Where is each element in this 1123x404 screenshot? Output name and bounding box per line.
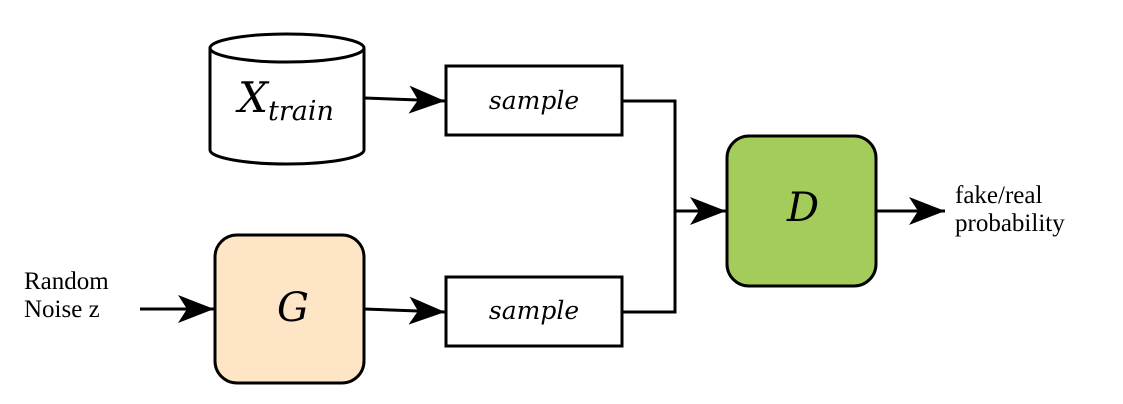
edge-merge-bracket [622,99,677,314]
sample-top-label: sample [489,86,579,115]
dataset-cylinder: Xtrain [208,32,366,166]
sample-box-bottom: sample [444,275,624,348]
generator-label: G [277,285,309,331]
discriminator-label: D [786,185,819,231]
dataset-label-base: X [235,73,270,122]
dataset-label-subscript: train [268,96,334,127]
output-label-line1: fake/real [955,182,1042,209]
dataset-label: Xtrain [235,73,334,127]
edge-generator-to-sample [363,296,446,325]
output-label: fake/real probability [955,182,1065,237]
input-label-line1: Random [24,268,109,295]
edge-dataset-to-sample [363,85,446,114]
input-label: Random Noise z [24,268,109,323]
generator-node: G [213,233,366,385]
sample-box-top: sample [444,64,624,137]
input-label-line2: Noise z [24,296,100,323]
discriminator-node: D [725,134,878,288]
output-label-line2: probability [955,210,1065,237]
sample-bottom-label: sample [489,296,579,325]
